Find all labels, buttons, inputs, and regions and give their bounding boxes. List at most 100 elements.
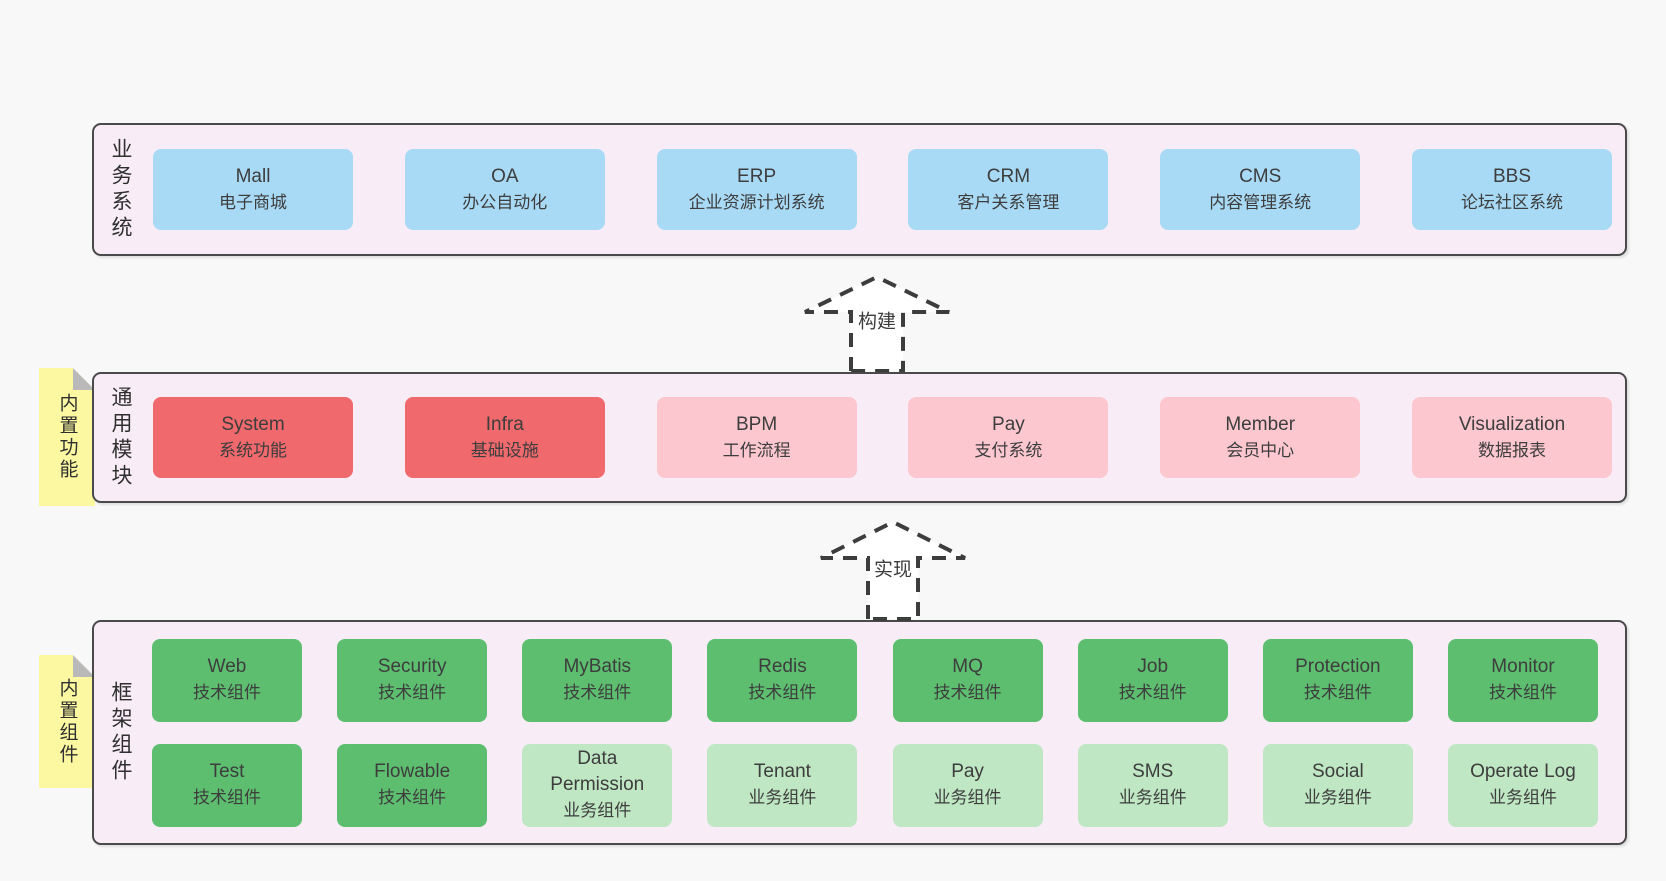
node-member: Member 会员中心 [1160,397,1361,478]
node-title: Job [1137,656,1169,677]
sticky-note-built-in-components: 内置组件 [39,655,95,788]
node-monitor: Monitor 技术组件 [1447,638,1598,722]
node-subtitle: 业务组件 [563,801,632,820]
node-title: Social [1311,761,1364,782]
node-subtitle: 会员中心 [1226,440,1295,460]
node-subtitle: 技术组件 [933,683,1002,702]
node-subtitle: 电子商城 [219,192,287,212]
node-subtitle: 技术组件 [563,683,632,702]
node-redis: Redis 技术组件 [707,638,858,722]
node-subtitle: 技术组件 [378,788,447,807]
node-protection: Protection 技术组件 [1262,638,1413,722]
node-system: System 系统功能 [153,397,353,478]
band-common-modules: 通用模块 System 系统功能 Infra 基础设施 BPM 工作流程 Pay… [92,372,1627,503]
band-label: 业务系统 [109,137,132,242]
sticky-note-label: 内置功能 [56,393,78,481]
node-pay-component: Pay 业务组件 [892,743,1043,827]
node-subtitle: 业务组件 [1118,788,1187,807]
node-crm: CRM 客户关系管理 [908,149,1109,230]
node-title: Member [1225,413,1296,435]
node-title: Mall [235,165,271,187]
node-test: Test 技术组件 [152,743,302,827]
tech-components-row: Web 技术组件 Security 技术组件 MyBatis 技术组件 Redi… [152,638,1598,722]
node-subtitle: 技术组件 [1303,683,1372,702]
node-cms: CMS 内容管理系统 [1160,149,1361,230]
node-subtitle: 办公自动化 [462,192,548,212]
node-title: Pay [992,413,1025,435]
node-title: CMS [1239,165,1282,187]
node-title: Tenant [753,761,811,782]
node-title: Visualization [1458,413,1566,435]
node-title: MQ [952,656,983,677]
node-subtitle: 数据报表 [1477,440,1546,460]
band-framework-components: 框架组件 Web 技术组件 Security 技术组件 MyBatis 技术组件… [92,620,1627,845]
node-subtitle: 论坛社区系统 [1460,192,1563,212]
business-components-row: Test 技术组件 Flowable 技术组件 Data Permission … [152,743,1598,827]
node-mall: Mall 电子商城 [153,149,353,230]
node-title: CRM [986,165,1031,187]
node-data-permission: Data Permission 业务组件 [522,743,673,827]
node-web: Web 技术组件 [152,638,302,722]
node-title: Pay [951,761,984,782]
node-job: Job 技术组件 [1077,638,1228,722]
node-subtitle: 技术组件 [1118,683,1187,702]
node-title: BPM [736,413,778,435]
node-title: Monitor [1491,656,1555,677]
node-subtitle: 业务组件 [933,788,1002,807]
node-operate-log: Operate Log 业务组件 [1447,743,1598,827]
node-title: Infra [485,413,524,435]
node-subtitle: 系统功能 [219,440,287,460]
business-systems-row: Mall 电子商城 OA 办公自动化 ERP 企业资源计划系统 CRM 客户关系… [153,149,1612,230]
node-security: Security 技术组件 [337,638,488,722]
node-title: OA [491,165,519,187]
node-subtitle: 技术组件 [378,683,447,702]
node-mybatis: MyBatis 技术组件 [522,638,673,722]
node-subtitle: 业务组件 [748,788,817,807]
node-erp: ERP 企业资源计划系统 [656,149,857,230]
node-title: Redis [758,656,807,677]
arrow-label-implement: 实现 [870,554,916,582]
node-sms: SMS 业务组件 [1077,743,1228,827]
node-title: SMS [1132,761,1174,782]
node-bbs: BBS 论坛社区系统 [1411,149,1612,230]
node-title: Web [207,656,247,677]
node-title: ERP [737,165,777,187]
node-subtitle: 技术组件 [193,683,261,702]
node-subtitle: 客户关系管理 [957,192,1060,212]
node-subtitle: 基础设施 [470,440,539,460]
node-subtitle: 技术组件 [193,788,261,807]
sticky-note-label: 内置组件 [56,677,78,766]
arrow-label-build: 构建 [854,306,900,334]
band-business-systems: 业务系统 Mall 电子商城 OA 办公自动化 ERP 企业资源计划系统 CRM… [92,123,1627,256]
node-title: Data Permission [550,748,645,795]
node-flowable: Flowable 技术组件 [337,743,488,827]
node-visualization: Visualization 数据报表 [1411,397,1612,478]
node-subtitle: 支付系统 [974,440,1043,460]
node-title: Operate Log [1470,761,1576,782]
node-subtitle: 业务组件 [1488,788,1557,807]
node-title: MyBatis [563,656,632,677]
node-title: Test [209,761,245,782]
node-title: Protection [1295,656,1381,677]
node-mq: MQ 技术组件 [892,638,1043,722]
node-subtitle: 业务组件 [1303,788,1372,807]
node-subtitle: 工作流程 [722,440,791,460]
node-title: System [221,413,285,435]
node-subtitle: 内容管理系统 [1209,192,1312,212]
node-oa: OA 办公自动化 [404,149,605,230]
node-title: Flowable [374,761,451,782]
node-subtitle: 技术组件 [748,683,817,702]
node-pay-system: Pay 支付系统 [908,397,1109,478]
node-subtitle: 技术组件 [1488,683,1557,702]
node-title: BBS [1492,165,1531,187]
node-title: Security [377,656,447,677]
node-bpm: BPM 工作流程 [656,397,857,478]
node-infra: Infra 基础设施 [404,397,605,478]
node-tenant: Tenant 业务组件 [707,743,858,827]
band-label: 框架组件 [109,680,132,785]
common-modules-row: System 系统功能 Infra 基础设施 BPM 工作流程 Pay 支付系统… [153,397,1612,478]
sticky-note-built-in-features: 内置功能 [39,368,95,506]
node-social: Social 业务组件 [1262,743,1413,827]
node-subtitle: 企业资源计划系统 [688,192,825,212]
